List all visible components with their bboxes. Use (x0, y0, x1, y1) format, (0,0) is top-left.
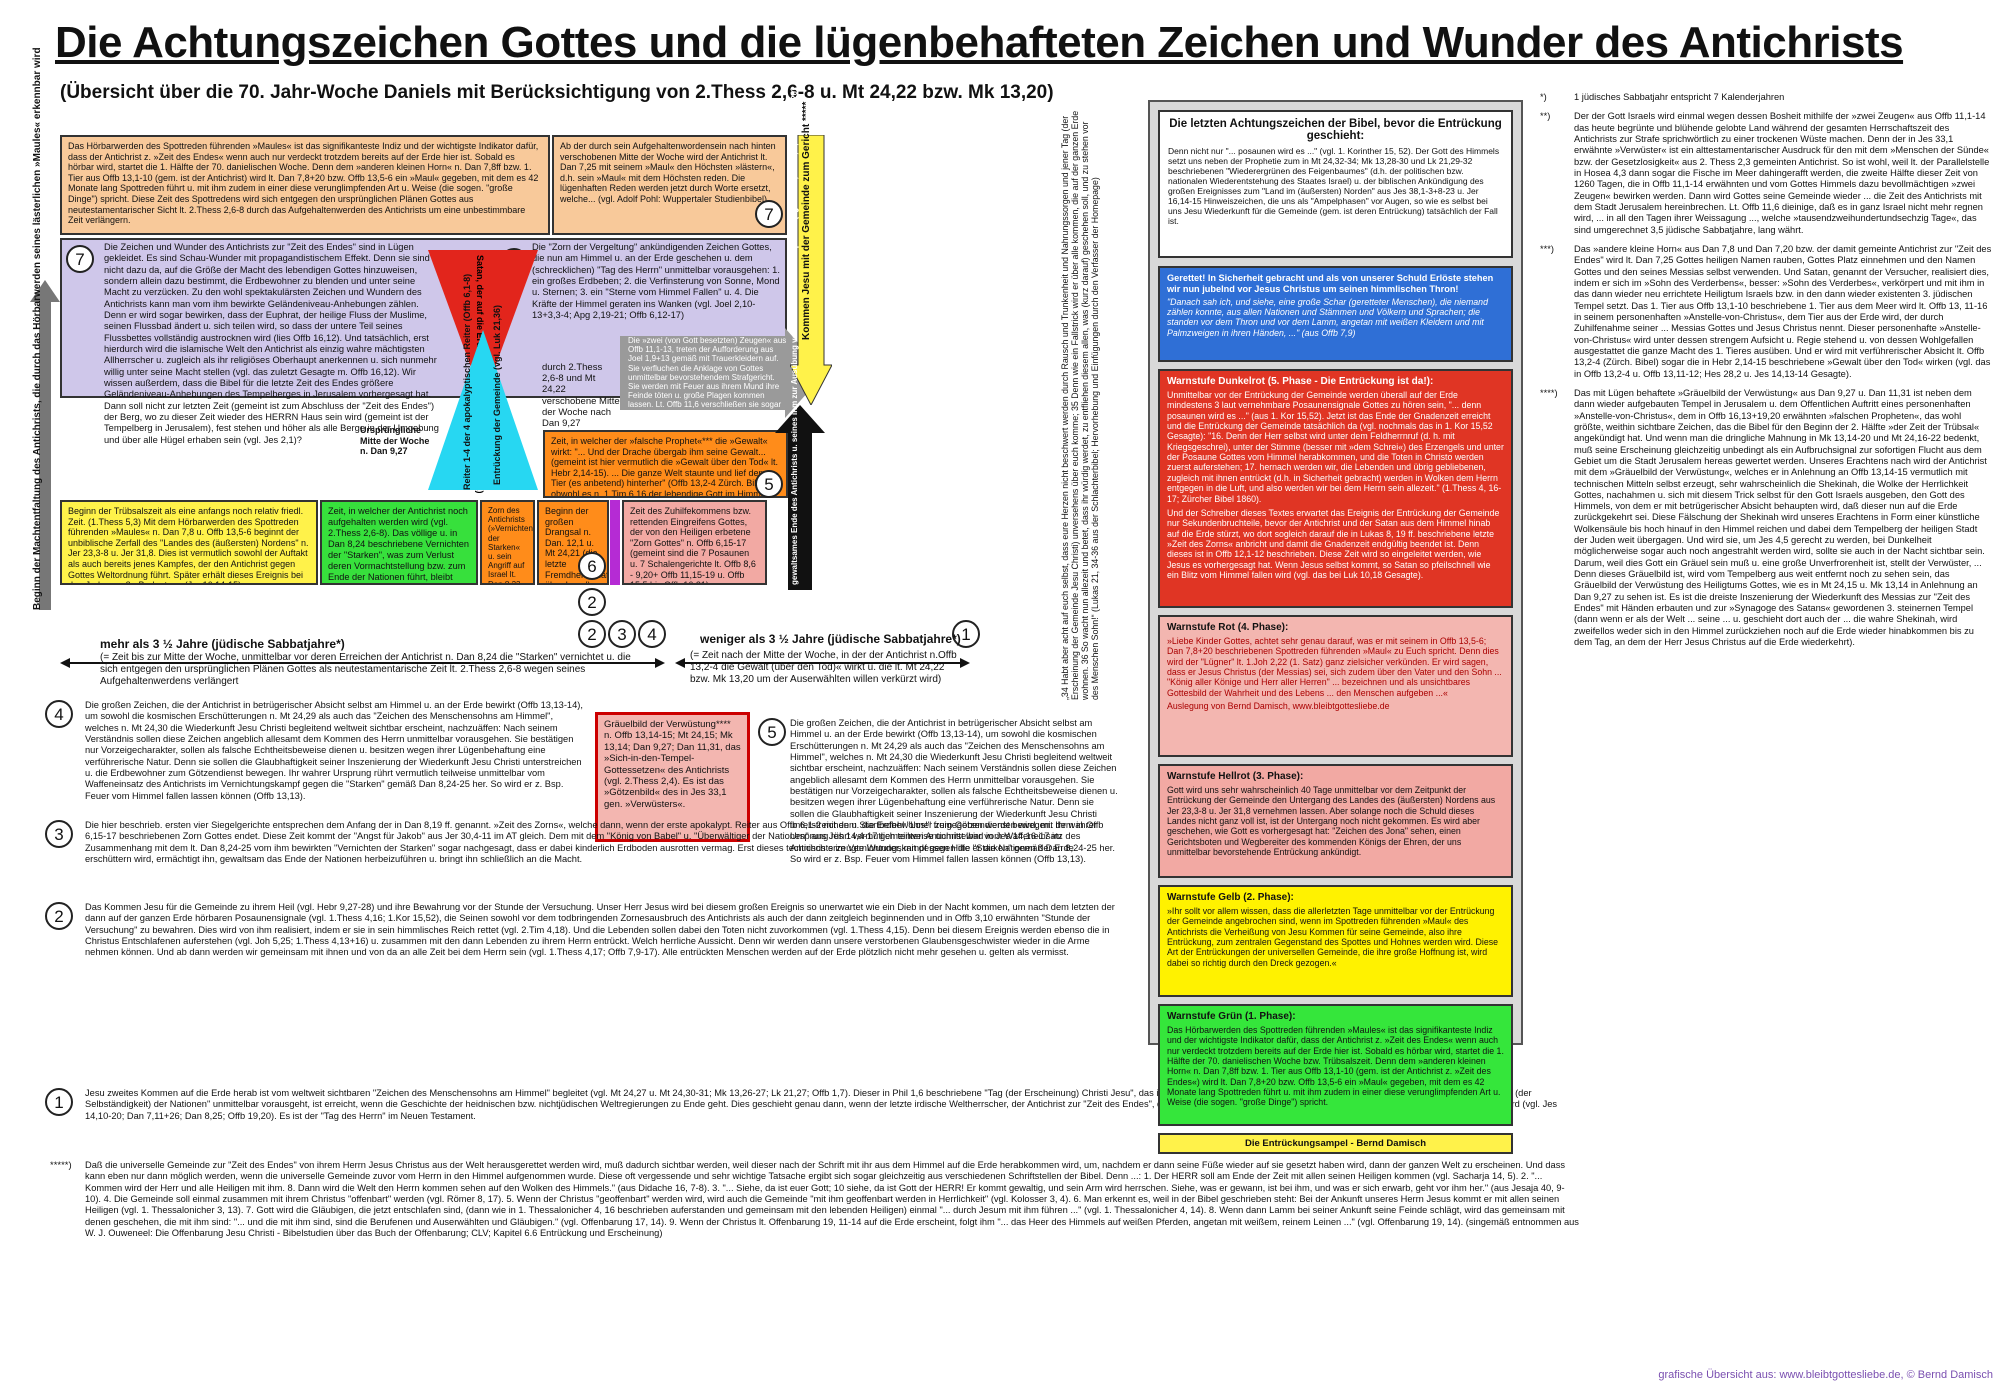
circle-2: 2 (578, 588, 606, 616)
ampel-gruen-text: Das Hörbarwerden des Spottreden führende… (1167, 1024, 1504, 1108)
para-num-4: 4 (45, 700, 73, 728)
reiter-label: Reiter 1-4 der 4 apokalyptischen Reiter … (462, 273, 472, 490)
box-zorn: Zorn des Antichrists (»Vernichten der St… (480, 500, 535, 585)
black-up-arrow (775, 405, 825, 590)
box-greuel: Gräuelbild der Verwüstung**** n. Offb 13… (595, 712, 750, 842)
left-vertical-arrow (30, 280, 60, 610)
para-1-text: Jesu zweites Kommen auf die Erde herab i… (85, 1088, 1558, 1121)
circle-7-left: 7 (66, 245, 94, 273)
circle-1-timeline: 1 (952, 620, 980, 648)
rapture-label: Entrückung der Gemeinde (vgl. Luk 21,36) (492, 304, 502, 485)
right-note-3: ***) Das »andere kleine Horn« aus Dan 7,… (1540, 244, 1992, 380)
thess-label: durch 2.Thess 2,6-8 und Mt 24,22 verscho… (542, 362, 620, 430)
label-mehr-sub: (= Zeit bis zur Mitte der Woche, unmitte… (100, 652, 631, 687)
right-note-4: ****) Das mit Lügen behaftete »Gräuelbil… (1540, 388, 1992, 649)
ampel-hellrot-text: Gott wird uns sehr wahrscheinlich 40 Tag… (1167, 784, 1496, 858)
zeugen-arrow (620, 328, 825, 418)
box-zeugen: Die »zwei (von Gott besetzten) Zeugen« a… (628, 336, 787, 410)
footnote-5star: Daß die universelle Gemeinde zur "Zeit d… (85, 1160, 1579, 1238)
rapture-triangle (428, 330, 538, 490)
para-num-2: 2 (45, 902, 73, 930)
circle-2-timeline: 2 (578, 620, 606, 648)
para-num-5: 5 (758, 718, 786, 746)
box-top-left: Das Hörbarwerden des Spottreden führende… (60, 135, 550, 235)
page-subtitle: (Übersicht über die 70. Jahr-Woche Danie… (60, 82, 1054, 103)
circle-4-timeline: 4 (638, 620, 666, 648)
circle-6-bottom: 6 (578, 552, 606, 580)
box-antichrist-time: Zeit, in welcher der Antichrist noch auf… (320, 500, 478, 585)
ampel-rot-title: Warnstufe Rot (4. Phase): (1167, 622, 1289, 633)
middle-vertical-quote-text: „34 Habt aber acht auf euch selbst, dass… (1060, 110, 1100, 700)
ampel-rot-text: »Liebe Kinder Gottes, achtet sehr genau … (1167, 635, 1502, 698)
yellow-down-arrow (790, 135, 832, 405)
right-note-1-mark: *) (1540, 92, 1547, 102)
page-title: Die Achtungszeichen Gottes und die lügen… (55, 18, 1904, 67)
bottom-credit: grafische Übersicht aus: www.bleibtgotte… (1658, 1369, 1993, 1381)
ampel-hellrot: Warnstufe Hellrot (3. Phase): Gott wird … (1158, 764, 1513, 878)
middle-vertical-quote: „34 Habt aber acht auf euch selbst, dass… (1060, 110, 1150, 700)
box-prophet: Zeit, in welcher der »falsche Prophet«**… (543, 430, 788, 498)
box-top-right: Ab der durch sein Aufgehaltenwordensein … (552, 135, 787, 235)
para-3-text: Die hier beschrieb. ersten vier Siegelge… (85, 820, 1104, 864)
ampel-darkred-title: Warnstufe Dunkelrot (5. Phase - Die Entr… (1167, 376, 1434, 387)
ampel-darkred: Warnstufe Dunkelrot (5. Phase - Die Entr… (1158, 369, 1513, 608)
right-notes: *) 1 jüdisches Sabbatjahr entspricht 7 K… (1540, 92, 1992, 1352)
ampel-footer: Die Entrückungsampel - Bernd Damisch (1158, 1133, 1513, 1154)
ampel-gelb-text: »Ihr sollt vor allem wissen, dass die al… (1167, 905, 1499, 968)
box-tribsal: Beginn der Trübsalszeit als eine anfangs… (60, 500, 318, 585)
para-5-text: Die großen Zeichen, die der Antichrist i… (790, 718, 1120, 896)
ampel-column: Die letzten Achtungszeichen der Bibel, b… (1148, 100, 1523, 1154)
ampel-darkred-text2: Und der Schreiber dieses Textes erwartet… (1167, 507, 1500, 581)
right-note-4-mark: ****) (1540, 387, 1558, 398)
para-4-text: Die großen Zeichen, die der Antichrist i… (85, 700, 583, 801)
ampel-hellrot-title: Warnstufe Hellrot (3. Phase): (1167, 771, 1304, 782)
ampel-intro-box: Die letzten Achtungszeichen der Bibel, b… (1158, 110, 1513, 258)
para-num-1: 1 (45, 1088, 73, 1116)
ampel-rot-sign: Auslegung von Bernd Damisch, www.bleibtg… (1167, 701, 1390, 712)
para-2-text: Das Kommen Jesu für die Gemeinde zu ihre… (85, 902, 1115, 958)
ampel-darkred-text: Unmittelbar vor der Entrückung der Gemei… (1167, 389, 1504, 504)
yellow-arrow-label: Kommen Jesu mit der Gemeinde zum Gericht… (801, 101, 812, 340)
diagram: Beginn der Machtentfaltung des Antichris… (30, 47, 890, 616)
purple-divider (610, 500, 620, 585)
ampel-gelb: Warnstufe Gelb (2. Phase): »Ihr sollt vo… (1158, 885, 1513, 997)
circle-7-top: 7 (755, 200, 783, 228)
right-note-3-text: Das »andere kleine Horn« aus Dan 7,8 und… (1574, 243, 1992, 379)
ampel-rot: Warnstufe Rot (4. Phase): »Liebe Kinder … (1158, 615, 1513, 757)
ampel-intro: Denn nicht nur "... posaunen wird es ...… (1168, 146, 1500, 227)
para-5-body: Die großen Zeichen, die der Antichrist i… (790, 718, 1118, 864)
ampel-gruen-title: Warnstufe Grün (1. Phase): (1167, 1011, 1296, 1022)
right-note-2-mark: **) (1540, 111, 1551, 122)
right-note-3-mark: ***) (1540, 243, 1554, 254)
ampel-gelb-title: Warnstufe Gelb (2. Phase): (1167, 892, 1294, 903)
right-note-2-text: Der der Gott Israels wird einmal wegen d… (1574, 111, 1990, 235)
right-note-1: *) 1 jüdisches Sabbatjahr entspricht 7 K… (1540, 92, 1992, 103)
box-mid-lavender: Die "Zorn der Vergeltung" ankündigenden … (532, 242, 780, 320)
circle-3-timeline: 3 (608, 620, 636, 648)
satan-triangle (428, 250, 538, 400)
black-arrow-label: gewaltsames Ende des Antichrists u. sein… (790, 88, 799, 585)
orig-mid-label: Ursprüngliche Mitte der Woche n. Dan 9,2… (360, 425, 430, 457)
ampel-blue: Gerettet! In Sicherheit gebracht und als… (1158, 266, 1513, 362)
footnote-5star-mark: *****) (50, 1160, 72, 1171)
circle-5-top: 5 (755, 470, 783, 498)
ampel-gruen: Warnstufe Grün (1. Phase): Das Hörbarwer… (1158, 1004, 1513, 1126)
label-weniger-sub: (= Zeit nach der Mitte der Woche, in der… (690, 650, 957, 685)
box-wiederkunft: Zeit des Zuhilfekommens bzw. rettenden E… (622, 500, 767, 585)
right-note-4-text: Das mit Lügen behaftete »Gräuelbild der … (1574, 387, 1987, 648)
label-mehr: mehr als 3 ½ Jahre (jüdische Sabbatjahre… (100, 637, 345, 651)
ampel-blue-text: "Danach sah ich, und siehe, eine große S… (1167, 296, 1488, 338)
ampel-heading: Die letzten Achtungszeichen der Bibel, b… (1169, 118, 1502, 142)
right-note-2: **) Der der Gott Israels wird einmal weg… (1540, 111, 1992, 236)
left-vertical-label: Beginn der Machtentfaltung des Antichris… (32, 47, 43, 610)
para-num-3: 3 (45, 820, 73, 848)
label-weniger: weniger als 3 ½ Jahre (jüdische Sabbatja… (700, 632, 961, 646)
box-left-main: Die Zeichen und Wunder des Antichrists z… (104, 242, 439, 445)
timeline-arrows (60, 658, 970, 668)
right-note-1-text: 1 jüdisches Sabbatjahr entspricht 7 Kale… (1574, 92, 1785, 102)
ampel-blue-title: Gerettet! In Sicherheit gebracht und als… (1167, 273, 1494, 294)
